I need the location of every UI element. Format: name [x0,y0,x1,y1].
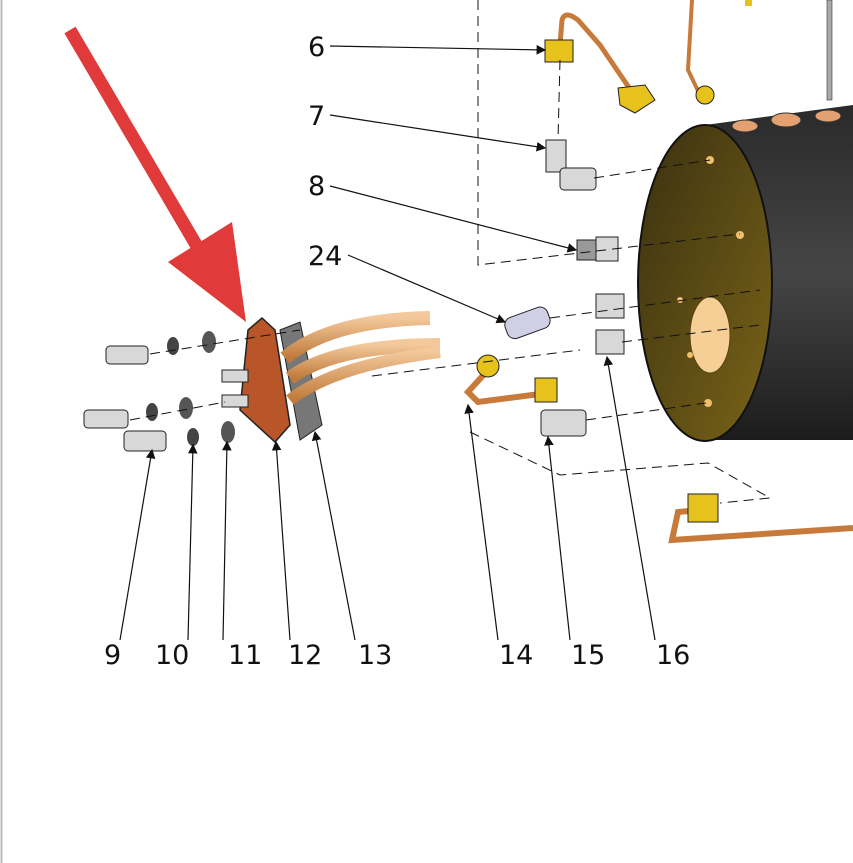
callout-6: 6 [308,32,325,63]
part-7-elbow [545,139,597,191]
callout-11: 11 [228,640,262,671]
callout-10: 10 [155,640,189,671]
part-14-pipe [463,354,558,406]
part-16-sensors [595,293,625,355]
callout-12: 12 [288,640,322,671]
callout-16: 16 [656,640,690,671]
callout-14: 14 [499,640,533,671]
leader-lines [119,45,656,641]
heating-element-tubes [280,311,441,405]
boiler-tank [637,0,853,442]
callout-7: 7 [308,101,325,132]
callout-8: 8 [308,171,325,202]
callout-9: 9 [104,640,121,671]
red-highlight-arrow [64,26,246,322]
part-15-fitting [540,409,587,437]
lower-pipe [668,493,853,544]
part-12-flange [221,316,291,444]
callout-24: 24 [308,241,342,272]
part-24-elbow [504,306,551,340]
callout-13: 13 [358,640,392,671]
assembly-lines [129,0,772,504]
part-8-fitting [576,236,619,262]
part-9-10-11-screws-washers [83,331,235,452]
callout-15: 15 [571,640,605,671]
part-6-pipe-fitting [544,12,656,114]
